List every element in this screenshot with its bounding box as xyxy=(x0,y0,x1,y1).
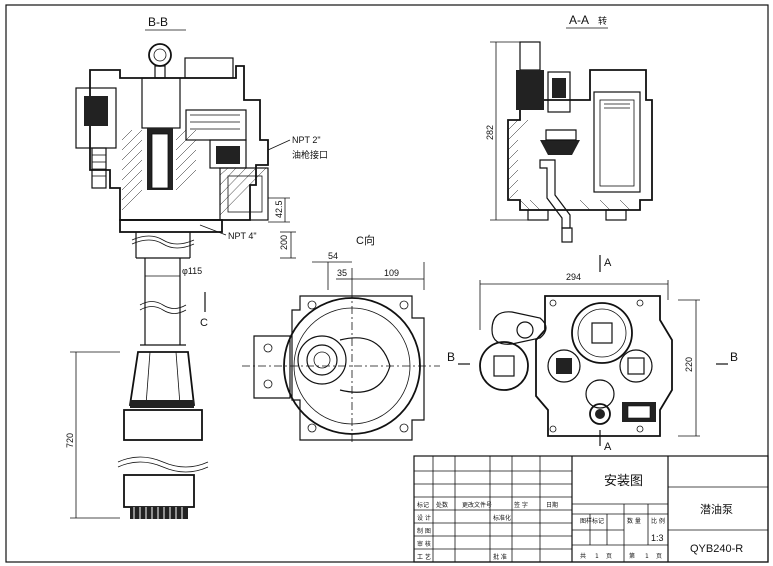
section-aa-label: A-A xyxy=(569,13,589,27)
tb-row-label-2: 处数 xyxy=(436,501,448,509)
outlet-circle xyxy=(479,341,529,391)
tb-designer-label: 设 计 xyxy=(417,514,431,522)
marker-b-right: B xyxy=(730,350,738,364)
motor-intake-screen xyxy=(130,507,188,519)
dim-220: 220 xyxy=(684,357,694,372)
npt2-note: 油枪接口 xyxy=(292,149,328,160)
dim-200: 200 xyxy=(279,235,289,250)
section-bb-view: B-B xyxy=(65,15,328,519)
section-aa-view: A-A 转 282 xyxy=(485,13,653,243)
tb-checker-label: 审 核 xyxy=(417,540,431,548)
tb-weight-label: 数 量 xyxy=(627,517,641,525)
tb-sheet-word: 页 xyxy=(656,553,662,560)
sheet-border xyxy=(5,4,769,563)
dim-109: 109 xyxy=(384,268,399,278)
tb-approve-label: 批 准 xyxy=(493,553,507,561)
pump-head-housing xyxy=(89,65,269,221)
tb-scale-value: 1:3 xyxy=(651,533,664,543)
motor-upper-body xyxy=(128,351,196,406)
tb-row-label-4: 签 字 xyxy=(514,501,528,509)
top-view-body xyxy=(535,295,673,437)
dim-35: 35 xyxy=(337,268,347,278)
lifting-lug xyxy=(491,311,547,345)
top-view: A A B B 294 220 xyxy=(447,255,738,453)
tb-row-label-5: 日期 xyxy=(546,501,558,509)
drawing-number: QYB240-R xyxy=(690,543,743,555)
npt2-label: NPT 2" xyxy=(292,135,321,145)
view-c: C向 54 35 109 xyxy=(242,233,440,445)
tb-std-label: 标准化 xyxy=(493,514,511,522)
dim-282: 282 xyxy=(485,125,495,140)
view-c-bracket xyxy=(253,335,291,399)
tb-total-word: 页 xyxy=(606,553,612,560)
view-c-label: C向 xyxy=(356,233,375,247)
aa-elbow-pipe xyxy=(539,159,571,229)
tb-total-pre: 共 xyxy=(580,552,586,560)
outlet-port xyxy=(219,167,269,221)
dim-42-5: 42.5 xyxy=(274,200,284,218)
marker-a-bottom: A xyxy=(604,441,612,453)
marker-c: C xyxy=(200,317,208,329)
tb-process-label: 工 艺 xyxy=(417,553,431,561)
dim-720: 720 xyxy=(65,433,75,448)
section-aa-suffix: 转 xyxy=(598,15,607,26)
product-name: 潜油泵 xyxy=(700,502,733,516)
base-flange xyxy=(119,219,223,233)
top-cover xyxy=(571,302,633,364)
marker-b-left: B xyxy=(447,350,455,364)
tb-sheet-pre: 第 xyxy=(629,552,635,560)
tb-row-label-1: 标记 xyxy=(417,501,429,509)
motor-lower-body xyxy=(123,409,203,441)
section-bb-label: B-B xyxy=(148,15,168,29)
tb-stage-label: 图样标记 xyxy=(580,517,604,525)
tb-scale-label: 比 例 xyxy=(651,517,665,525)
drawing-title: 安装图 xyxy=(604,474,643,489)
marker-a-top: A xyxy=(604,257,612,269)
dim-dia-115: φ115 xyxy=(182,266,202,276)
eye-bolt xyxy=(148,43,172,67)
dim-54: 54 xyxy=(328,251,338,261)
tb-drafter-label: 制 图 xyxy=(417,527,431,535)
title-block: 标记 处数 更改文件号 签 字 日期 设 计 制 图 审 核 工 艺 标准化 批… xyxy=(413,455,769,563)
tb-sheet-value: 1 xyxy=(645,553,649,560)
npt4-label: NPT 4" xyxy=(228,231,257,241)
dim-294: 294 xyxy=(566,272,581,282)
tb-total-value: 1 xyxy=(595,553,599,560)
tb-row-label-3: 更改文件号 xyxy=(462,501,492,509)
